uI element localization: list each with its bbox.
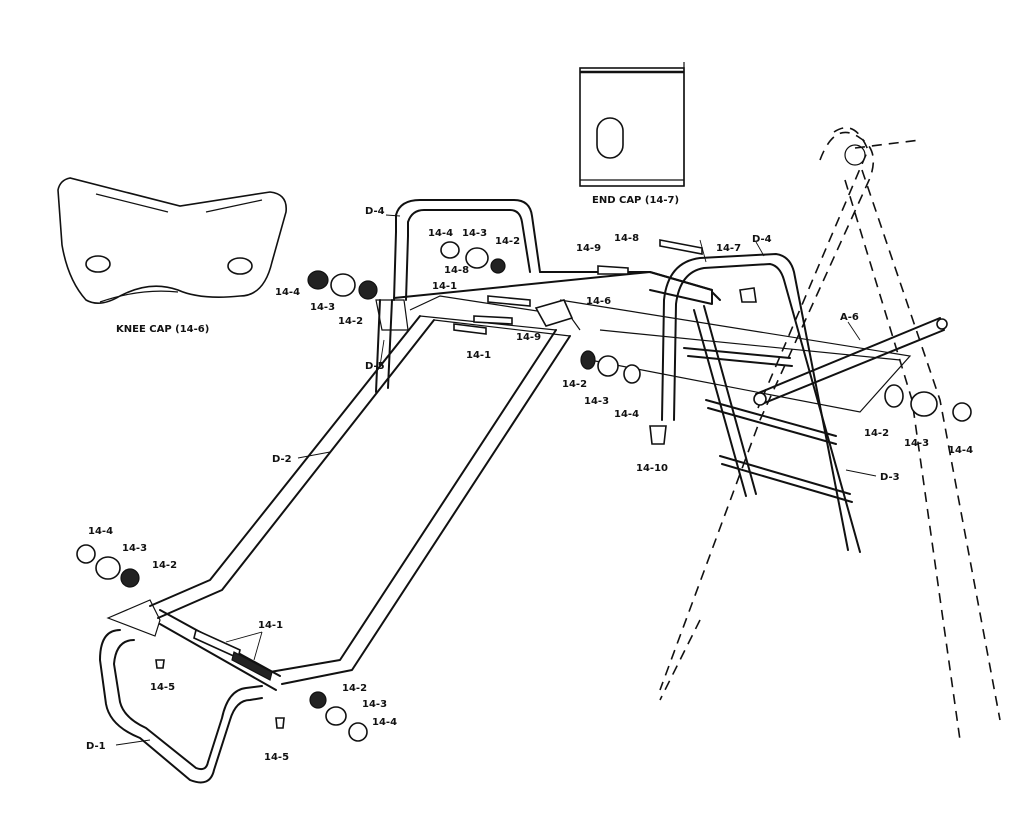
label-14-1-b: 14-1 bbox=[466, 350, 491, 361]
label-14-1-c: 14-1 bbox=[258, 620, 283, 631]
label-a6: A-6 bbox=[840, 312, 859, 323]
label-14-3-d: 14-3 bbox=[904, 438, 929, 449]
label-14-4-a: 14-4 bbox=[275, 287, 300, 298]
knee-cap-inset: KNEE CAP (14-6) bbox=[57, 177, 287, 335]
label-14-1-a: 14-1 bbox=[432, 281, 457, 292]
d1-bottom-frame bbox=[99, 599, 281, 784]
label-14-3-c: 14-3 bbox=[584, 396, 609, 407]
d4-left-rail bbox=[393, 199, 541, 301]
end-cap-caption: END CAP (14-7) bbox=[592, 195, 679, 206]
leader-lines bbox=[115, 214, 877, 746]
label-14-3-b: 14-3 bbox=[462, 228, 487, 239]
label-14-2-f: 14-2 bbox=[342, 683, 367, 694]
label-14-2-b: 14-2 bbox=[495, 236, 520, 247]
label-14-4-e: 14-4 bbox=[88, 526, 113, 537]
label-14-3-a: 14-3 bbox=[310, 302, 335, 313]
label-d1: D-1 bbox=[86, 741, 106, 752]
label-d5: D-5 bbox=[365, 361, 385, 372]
label-14-3-e: 14-3 bbox=[122, 543, 147, 554]
label-14-9-a: 14-9 bbox=[576, 243, 601, 254]
knee-cap-caption: KNEE CAP (14-6) bbox=[116, 324, 209, 335]
end-cap-inset: END CAP (14-7) bbox=[579, 62, 685, 206]
a6-support-bar bbox=[753, 317, 948, 406]
part-labels: D-4 D-4 D-5 D-2 D-1 D-3 A-6 14-4 14-3 14… bbox=[86, 206, 973, 763]
label-14-10: 14-10 bbox=[636, 463, 668, 474]
label-14-2-d: 14-2 bbox=[864, 428, 889, 439]
label-14-4-f: 14-4 bbox=[372, 717, 397, 728]
label-d4-left: D-4 bbox=[365, 206, 385, 217]
label-14-3-f: 14-3 bbox=[362, 699, 387, 710]
label-14-9-b: 14-9 bbox=[516, 332, 541, 343]
hardware-parts bbox=[76, 239, 972, 742]
label-14-7: 14-7 bbox=[716, 243, 741, 254]
top-platform bbox=[393, 271, 912, 413]
label-14-4-b: 14-4 bbox=[428, 228, 453, 239]
d5-leg bbox=[375, 299, 409, 393]
label-14-2-a: 14-2 bbox=[338, 316, 363, 327]
label-14-4-c: 14-4 bbox=[614, 409, 639, 420]
label-14-2-c: 14-2 bbox=[562, 379, 587, 390]
label-14-2-e: 14-2 bbox=[152, 560, 177, 571]
d2-slide-bed bbox=[149, 295, 581, 685]
label-14-6: 14-6 bbox=[586, 296, 611, 307]
label-14-8-b: 14-8 bbox=[614, 233, 639, 244]
label-d2: D-2 bbox=[272, 454, 292, 465]
label-14-8-a: 14-8 bbox=[444, 265, 469, 276]
label-d3: D-3 bbox=[880, 472, 900, 483]
label-14-5-b: 14-5 bbox=[264, 752, 289, 763]
label-14-5-a: 14-5 bbox=[150, 682, 175, 693]
d3-ladder bbox=[661, 253, 861, 553]
label-d4-right: D-4 bbox=[752, 234, 772, 245]
label-14-4-d: 14-4 bbox=[948, 445, 973, 456]
